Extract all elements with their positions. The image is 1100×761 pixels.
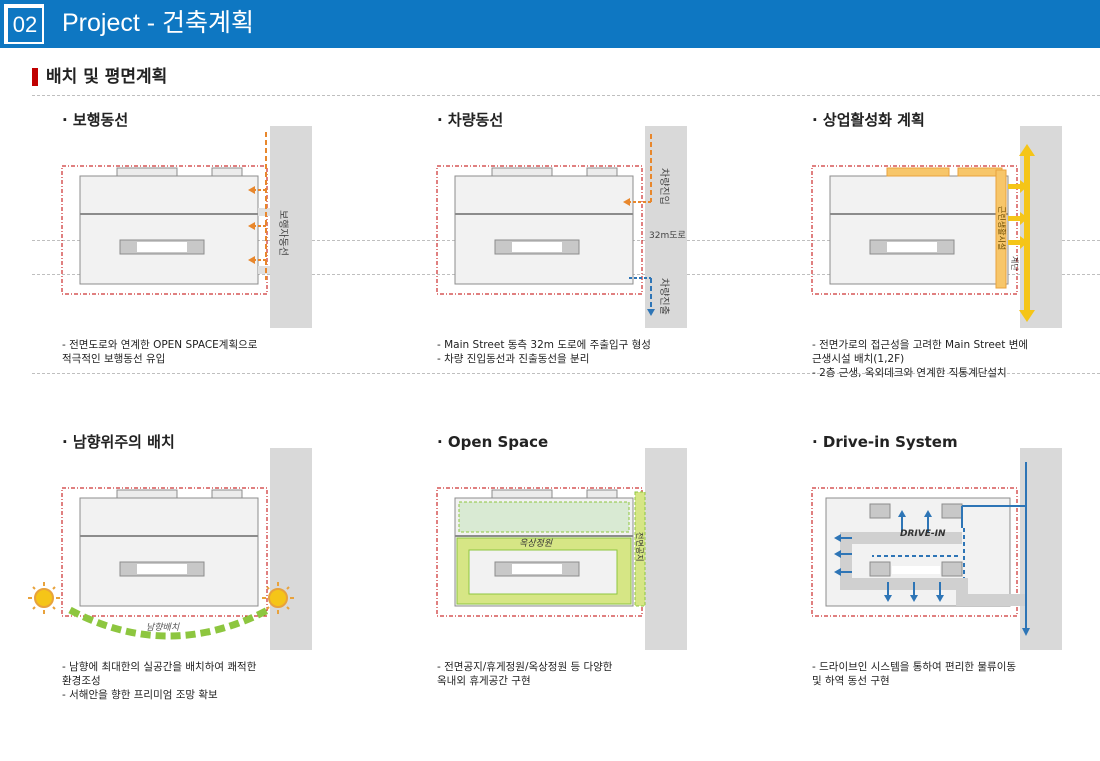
panel-description: - 남향에 최대한의 실공간을 배치하여 쾌적한 환경조성 - 서해안을 향한 … <box>62 661 257 701</box>
panel-drive-in: · Drive-in System <box>811 432 1100 722</box>
label-exit: 차량진출 <box>658 278 670 315</box>
south-layout-diagram: 남향배치 <box>28 448 312 650</box>
label-south: 남향배치 <box>146 622 180 633</box>
panel-description: - 드라이브인 시스템을 통하여 편리한 물류이동 및 하역 동선 구현 <box>812 661 1017 687</box>
open-space-diagram: 옥상정원 전면공지 <box>436 448 687 650</box>
commercial-plan-diagram: 근린생활시설 계단 <box>811 126 1062 328</box>
panel-title: · 남향위주의 배치 <box>62 433 175 451</box>
panel-commercial-plan: · 상업활성화 계획 근린생활시설 계단 - 전면가로의 접근성을 고려한 Ma… <box>811 110 1100 400</box>
vehicle-flow-diagram: 차량진입 32m도로 차량진출 <box>436 126 687 328</box>
pedestrian-flow-diagram: 보행자동선 <box>61 126 312 328</box>
section-title: 배치 및 평면계획 <box>46 67 168 87</box>
label-road: 32m도로 <box>649 231 686 241</box>
label-front-space: 전면공지 <box>635 532 645 561</box>
drive-in-diagram: DRIVE-IN <box>811 448 1062 650</box>
label-stair: 계단 <box>1010 256 1020 271</box>
panel-pedestrian-flow: · 보행동선 보행자동선 - 전면도로와 연계한 OPEN SPACE계획으로 … <box>61 110 382 400</box>
panel-title: · 상업활성화 계획 <box>812 111 925 129</box>
section-number: 02 <box>8 8 42 42</box>
divider-line <box>32 373 1100 374</box>
panel-description: - 전면도로와 연계한 OPEN SPACE계획으로 적극적인 보행동선 유입 <box>62 339 258 365</box>
label-facility: 근린생활시설 <box>997 206 1007 250</box>
label-entry: 차량진입 <box>658 168 671 205</box>
label-roof-garden: 옥상정원 <box>519 538 553 549</box>
panel-title: · 차량동선 <box>437 111 504 129</box>
panel-title: · 보행동선 <box>62 111 129 129</box>
sun-icon <box>28 582 60 614</box>
panel-title: · Open Space <box>437 433 549 451</box>
divider-line <box>32 95 1100 96</box>
header-bar: 02 Project - 건축계획 <box>0 0 1100 48</box>
sun-icon <box>262 582 294 614</box>
panel-title: · Drive-in System <box>812 433 958 451</box>
panel-vehicle-flow: · 차량동선 차량진입 32m도로 차량진출 - Main Street 동측 … <box>436 110 757 400</box>
panel-description: - Main Street 동측 32m 도로에 주출입구 형성 - 차량 진입… <box>437 339 651 365</box>
label-pedestrian: 보행자동선 <box>277 210 289 256</box>
panel-description: - 전면공지/휴게정원/옥상정원 등 다양한 옥내외 휴게공간 구현 <box>437 661 613 687</box>
section-marker <box>32 68 38 86</box>
page-title: Project - 건축계획 <box>62 9 255 37</box>
label-drive-in: DRIVE-IN <box>900 529 946 539</box>
panel-description: - 전면가로의 접근성을 고려한 Main Street 변에 근생시설 배치(… <box>812 339 1029 379</box>
panel-open-space: · Open Space 옥상정원 전면공지 - 전면공지/휴게정원/옥상정원 … <box>436 432 757 722</box>
panel-south-layout: · 남향위주의 배치 남향배치 - 남향에 최대한의 실공간을 배치하여 쾌적한… <box>28 432 382 722</box>
